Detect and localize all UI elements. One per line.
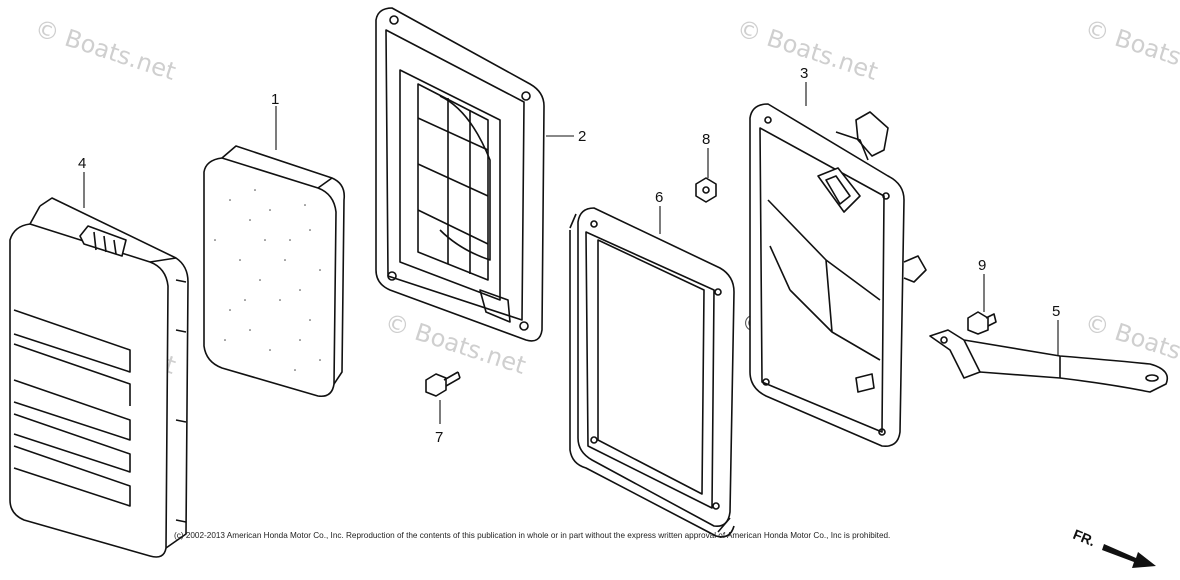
callout-3: 3: [800, 65, 808, 82]
front-arrow-icon: [1102, 544, 1156, 568]
filter-dots: [214, 189, 321, 371]
part-4-cover: [9, 197, 189, 558]
callout-6: 6: [655, 189, 663, 206]
part-5-bracket: [929, 329, 1169, 393]
callout-8: 8: [702, 131, 710, 148]
part-1-filter: [203, 145, 346, 398]
part-8-nut: [695, 177, 717, 203]
callout-2: 2: [578, 128, 586, 145]
part-7-bolt: [425, 371, 461, 397]
part-9-bolt: [967, 311, 997, 335]
callout-9: 9: [978, 257, 986, 274]
part-2-case: [375, 7, 545, 342]
front-direction-marker: FR.: [1071, 526, 1156, 568]
callout-4: 4: [78, 155, 86, 172]
callout-1: 1: [271, 91, 279, 108]
copyright-notice: (c) 2002-2013 American Honda Motor Co., …: [174, 531, 891, 540]
part-6-gasket: [569, 207, 735, 538]
front-label: FR.: [1071, 526, 1098, 549]
callout-5: 5: [1052, 303, 1060, 320]
callout-7: 7: [435, 429, 443, 446]
part-3-base: [749, 103, 927, 448]
